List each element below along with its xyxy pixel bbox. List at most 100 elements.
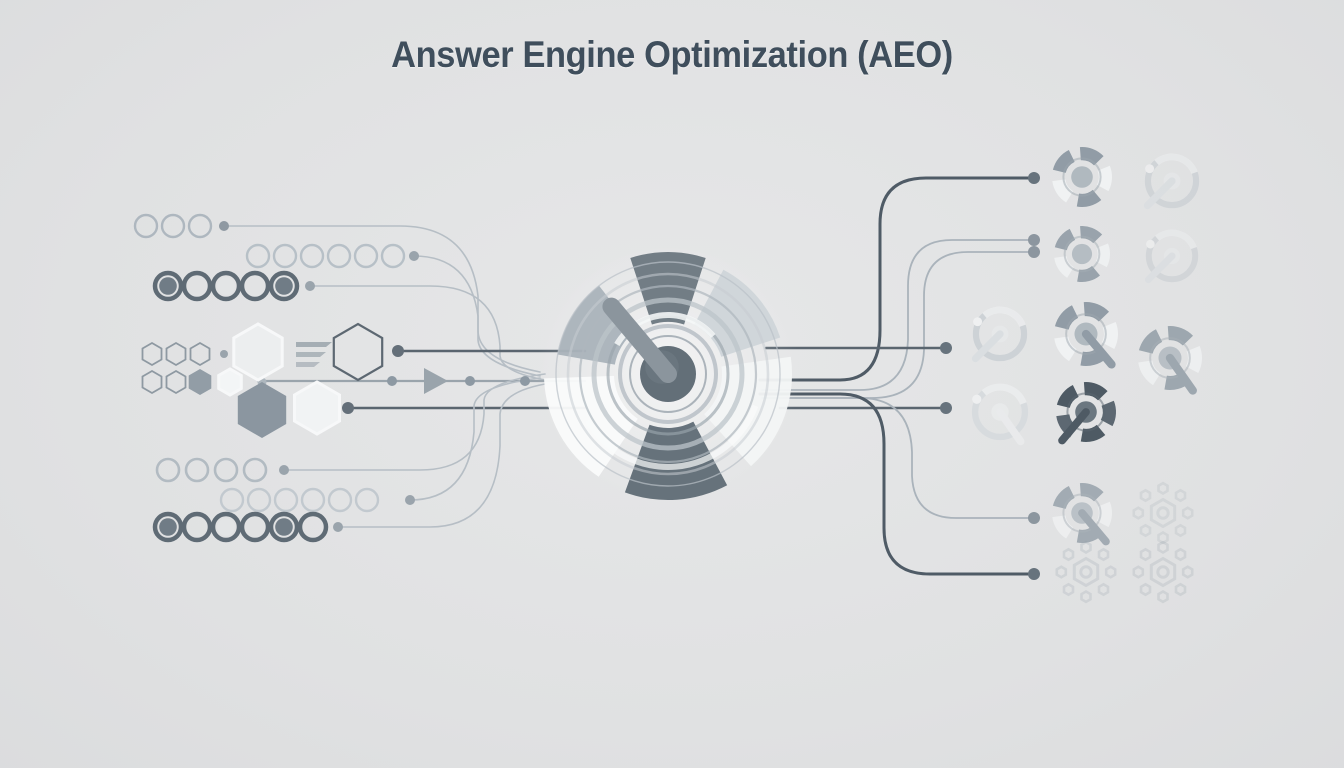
connector-terminal-dot: [1028, 234, 1040, 246]
cluster-satellite: [1139, 547, 1152, 562]
target-ring: [1145, 229, 1199, 283]
cluster-satellite: [1132, 565, 1145, 579]
central-optimization-hub: [536, 242, 800, 506]
gear-petal: [1138, 360, 1161, 386]
hub-ring: [578, 284, 758, 464]
gear-petal: [1052, 150, 1075, 173]
left-connectors: [223, 225, 587, 528]
connector-line: [761, 397, 1035, 519]
cluster-hex: [1149, 497, 1177, 529]
connector-line: [337, 383, 546, 528]
target-marker-dot: [972, 394, 982, 404]
node-dot: [520, 376, 530, 386]
cluster-satellite: [1080, 540, 1092, 555]
node-dot: [465, 376, 475, 386]
cluster-hex: [1149, 556, 1177, 588]
connector-terminal-dot: [305, 281, 315, 291]
gear-cluster-motif: [1132, 481, 1194, 545]
magnifier-target-icon: [971, 306, 1028, 363]
signal-ring-core: [275, 518, 293, 536]
signal-ring: [133, 213, 159, 239]
target-core: [1163, 172, 1181, 190]
gear-core: [1071, 166, 1093, 188]
cluster-core: [1156, 565, 1170, 579]
gear-petal: [1080, 226, 1103, 244]
signal-hexagon: [217, 367, 243, 397]
signal-ring: [219, 487, 245, 513]
signal-ring: [184, 457, 210, 483]
signal-ring: [268, 511, 300, 543]
target-core: [1163, 247, 1181, 265]
signal-ring: [181, 270, 213, 302]
gear-needle-icon: [1138, 326, 1202, 395]
gear-petal: [1079, 147, 1104, 166]
target-ring: [1144, 153, 1200, 209]
target-ring: [971, 383, 1029, 441]
connector-terminal-dot: [392, 345, 404, 357]
signal-ring: [210, 270, 242, 302]
connector-line: [763, 251, 1035, 399]
pointer-needle: [1143, 177, 1176, 210]
hub-ring: [629, 335, 707, 413]
connector-line: [413, 255, 541, 377]
speed-line: [296, 362, 320, 367]
page-title: Answer Engine Optimization (AEO): [391, 34, 953, 75]
signal-ring: [155, 457, 181, 483]
gear-ring: [1062, 493, 1102, 533]
hub-ring: [555, 261, 781, 487]
node-dot: [387, 376, 397, 386]
gear-petal: [1052, 515, 1074, 539]
cluster-satellite: [1139, 582, 1152, 597]
gear-petal: [1054, 305, 1079, 330]
cluster-satellite: [1174, 547, 1187, 562]
gear-petal-icon: [1054, 226, 1110, 283]
signal-ring-core: [159, 518, 177, 536]
connector-terminal-dot: [940, 402, 952, 414]
signal-hexagon: [189, 341, 211, 367]
signal-hexagon: [332, 322, 384, 382]
left-signal-shapes: [133, 213, 530, 543]
signal-ring: [354, 487, 380, 513]
signal-hexagon: [188, 369, 212, 395]
signal-ring: [213, 457, 239, 483]
cluster-satellite: [1055, 565, 1068, 579]
gear-needle-icon-dark: [1056, 382, 1116, 445]
gear-cluster-motif: [1132, 540, 1194, 604]
speed-line: [296, 342, 332, 347]
pointer-needle: [1058, 408, 1090, 445]
hub-ring-highlight: [614, 312, 716, 346]
connector-line: [409, 377, 541, 501]
gear-petal: [1101, 322, 1118, 350]
cluster-satellite: [1104, 565, 1117, 579]
connector-terminal-dot: [405, 495, 415, 505]
pointer-needle: [1081, 329, 1116, 369]
connector-terminal-dot: [342, 402, 354, 414]
gear-petal: [1054, 336, 1077, 362]
signal-hexagon: [293, 380, 341, 436]
flow-arrow-marker: [424, 368, 448, 394]
gear-petal: [1076, 189, 1102, 207]
gear-petal: [1079, 483, 1104, 502]
signal-ring: [210, 511, 242, 543]
connector-terminal-dot: [279, 465, 289, 475]
signal-ring: [246, 487, 272, 513]
hub-ring: [591, 297, 745, 451]
gear-petal: [1056, 385, 1079, 408]
signal-ring: [152, 270, 184, 302]
connector-terminal-dot: [1028, 246, 1040, 258]
gear-ring: [1062, 157, 1102, 197]
gear-petal: [1054, 228, 1076, 251]
gear-needle-icon: [1052, 483, 1112, 546]
hub-ring: [618, 324, 718, 424]
connector-terminal-dot: [1028, 568, 1040, 580]
signal-ring: [300, 487, 326, 513]
signal-dot: [220, 350, 228, 358]
cluster-satellite: [1080, 589, 1092, 604]
gear-petal: [1052, 179, 1074, 203]
cluster-satellite: [1157, 481, 1169, 496]
target-needle-icon: [971, 383, 1029, 446]
gear-petal: [1052, 486, 1075, 509]
cluster-satellite: [1062, 582, 1075, 597]
target-marker-dot: [1146, 239, 1155, 249]
